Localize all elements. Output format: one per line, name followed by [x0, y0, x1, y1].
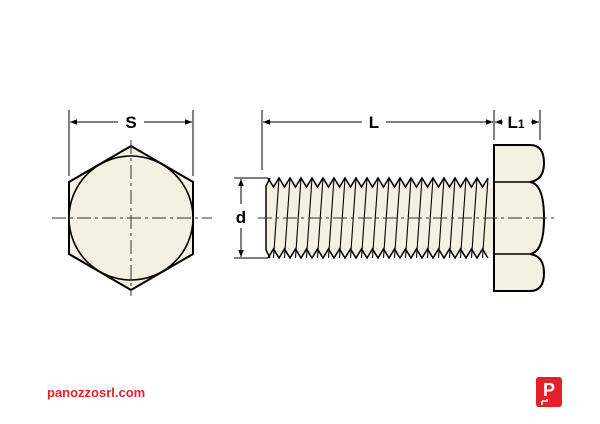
- hex-end-view: S: [52, 110, 212, 296]
- thread-flank-line: [371, 177, 379, 259]
- thread-flank-line: [294, 177, 302, 259]
- d-dimension-label: d: [236, 208, 246, 227]
- brand-url[interactable]: panozzosrl.com: [47, 385, 146, 400]
- thread-flank-line: [470, 177, 478, 259]
- logo-letter: P: [543, 380, 555, 400]
- brand-logo: P: [536, 377, 562, 407]
- thread-flank-line: [426, 177, 434, 259]
- logo-corner-mark: [541, 399, 548, 405]
- l-dimension-label: L: [369, 113, 379, 132]
- thread-flank-line: [327, 177, 335, 259]
- p-logo-icon: P: [536, 377, 562, 407]
- bolt-side-view: L L1 d: [234, 110, 556, 292]
- l1-dimension-label: L1: [507, 113, 524, 132]
- l1-label-main: L: [507, 113, 517, 132]
- thread-profile-bottom: [267, 247, 489, 260]
- s-dimension-label: S: [125, 113, 136, 132]
- l1-label-subscript: 1: [518, 117, 525, 131]
- thread-flank-line: [393, 177, 401, 259]
